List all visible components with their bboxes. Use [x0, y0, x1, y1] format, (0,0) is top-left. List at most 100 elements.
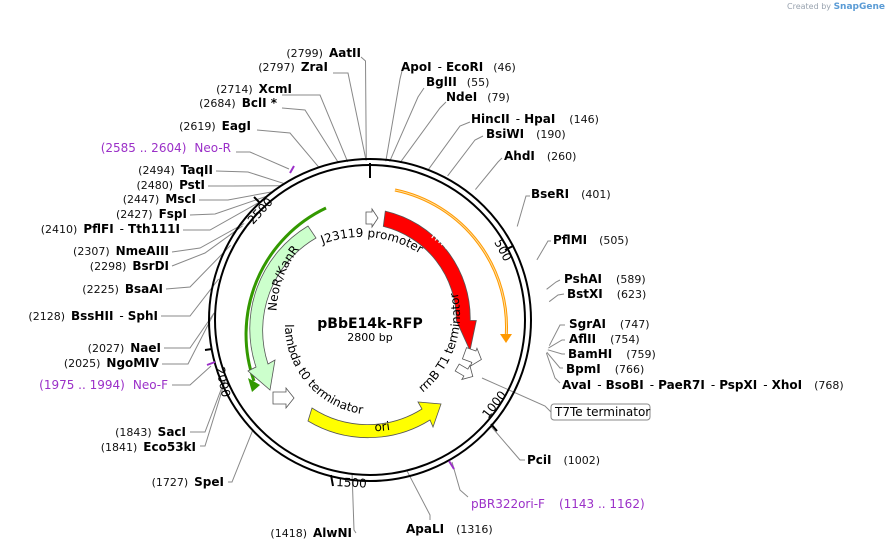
leader-neor-primer	[236, 151, 290, 170]
site-ndei[interactable]: NdeI(79)	[446, 90, 510, 104]
site-sgrai[interactable]: SgrAI(747)	[569, 317, 650, 331]
site-labels-right: ApoI-EcoRI(46) BglII(55) NdeI(79) HincII…	[401, 60, 844, 536]
tick-2000: 2000	[213, 366, 233, 399]
site-bstxi[interactable]: BstXI(623)	[567, 287, 646, 301]
leader-hpai	[428, 121, 471, 170]
leader-ecori	[385, 70, 403, 162]
plasmid-size: 2800 bp	[347, 331, 392, 344]
leader-spei	[228, 429, 254, 483]
leader-pflmi	[536, 240, 551, 261]
backbone	[208, 158, 532, 482]
orf-mrfp1-head	[500, 334, 512, 343]
leader-sphi	[161, 278, 219, 317]
site-eagi[interactable]: (2619)EagI	[179, 119, 251, 133]
primer-marks	[206, 165, 455, 470]
t7te-label-box	[550, 403, 651, 421]
feature-t7te-terminator[interactable]	[453, 361, 477, 384]
leader-ngomiv	[162, 312, 215, 365]
leader-neof-primer	[172, 365, 212, 386]
site-bcli[interactable]: (2684)BclI *	[199, 96, 278, 110]
leader-bstxi	[548, 293, 565, 303]
site-bglii[interactable]: BglII(55)	[426, 75, 489, 89]
site-apali[interactable]: ApaLI(1316)	[406, 522, 493, 536]
label-rrnb-terminator: rrnB T1 terminator	[416, 292, 463, 395]
tick-2000-mark	[204, 348, 213, 351]
site-labels-left: (2799)AatII (2797)ZraI (2714)XcmI (2684)…	[28, 46, 361, 540]
primer-pbr322ori-f[interactable]: pBR322ori-F(1143 .. 1162)	[471, 497, 645, 511]
leader-bcli	[281, 107, 340, 164]
leader-nmeaiii	[171, 223, 245, 253]
site-nmeaiii[interactable]: (2307)NmeAIII	[73, 244, 169, 258]
site-bseri[interactable]: BseRI(401)	[531, 187, 611, 201]
site-apoi-ecori[interactable]: ApoI-EcoRI(46)	[401, 60, 516, 74]
leader-pshai	[546, 279, 561, 290]
site-bsiwi[interactable]: BsiWI(190)	[486, 127, 566, 141]
site-msci[interactable]: (2447)MscI	[123, 192, 196, 206]
leader-sgrai	[548, 324, 565, 346]
leader-pbr-primer	[451, 461, 469, 498]
site-psti[interactable]: (2480)PstI	[136, 178, 205, 192]
leader-bseri	[516, 195, 530, 227]
site-bsshii-sphi[interactable]: (2128)BssHII-SphI	[28, 309, 158, 323]
leader-pcii	[490, 426, 525, 461]
tick-1000: 1000	[479, 388, 509, 421]
site-taqii[interactable]: (2494)TaqII	[138, 163, 213, 177]
orf-neor	[244, 206, 327, 382]
site-fspi[interactable]: (2427)FspI	[116, 207, 187, 221]
primer-neo-r[interactable]: (2585 .. 2604)Neo-R	[101, 141, 231, 155]
leader-eagi	[256, 129, 320, 169]
leader-bpmi	[546, 351, 563, 369]
feature-lambda-terminator[interactable]	[272, 386, 295, 410]
site-xhoi-group[interactable]: AvaI-BsoBI-PaeR7I-PspXI-XhoI(768)	[562, 378, 844, 392]
feature-j23119-promoter[interactable]	[365, 207, 379, 229]
site-bsrdi[interactable]: (2298)BsrDI	[90, 259, 169, 273]
leader-aflii	[548, 339, 565, 349]
leader-bglii	[389, 87, 425, 162]
leader-pflfi	[183, 198, 266, 231]
feature-mrfp1[interactable]	[382, 210, 477, 352]
leader-zrai	[333, 72, 367, 161]
site-ngomiv[interactable]: (2025)NgoMIV	[64, 356, 160, 370]
site-eco53ki[interactable]: (1841)Eco53kI	[101, 440, 196, 454]
leader-bsrdi	[171, 225, 243, 267]
features	[247, 207, 484, 439]
leader-bamhi	[547, 349, 565, 355]
site-hincii-hpai[interactable]: HincII-HpaI(146)	[471, 112, 599, 126]
primer-mark-pbr	[448, 460, 455, 470]
feature-neor[interactable]	[247, 225, 317, 391]
leader-taqii	[215, 170, 286, 185]
feature-ori[interactable]	[307, 401, 442, 439]
site-pflmi[interactable]: PflMI(505)	[553, 233, 629, 247]
site-xcmi[interactable]: (2714)XcmI	[216, 82, 292, 96]
leader-fspi	[189, 194, 270, 216]
site-pcii[interactable]: PciI(1002)	[527, 453, 600, 467]
site-aflii[interactable]: AflII(754)	[569, 332, 640, 346]
orfs	[244, 188, 512, 392]
leader-t7te	[481, 377, 552, 413]
backbone-outer	[208, 158, 532, 482]
primer-mark-neof	[206, 361, 216, 366]
site-pshai[interactable]: PshAI(589)	[564, 272, 646, 286]
feature-rrnb-terminator[interactable]	[461, 345, 484, 369]
site-pflfi-tth111i[interactable]: (2410)PflFI-Tth111I	[41, 222, 180, 236]
leader-aatii	[360, 56, 367, 161]
leader-msci	[199, 191, 274, 201]
leader-lines	[161, 56, 565, 534]
leader-bsiwi	[447, 135, 484, 177]
site-saci[interactable]: (1843)SacI	[115, 425, 186, 439]
site-ahdi[interactable]: AhdI(260)	[504, 149, 576, 163]
site-zrai[interactable]: (2797)ZraI	[258, 60, 328, 74]
tick-1500-mark	[330, 474, 334, 487]
leader-eco53ki	[200, 381, 226, 447]
site-naei[interactable]: (2027)NaeI	[88, 341, 161, 355]
watermark-prefix: Created by	[787, 2, 832, 11]
tick-500-mark	[504, 245, 514, 251]
site-bamhi[interactable]: BamHI(759)	[568, 347, 656, 361]
site-alwni[interactable]: (1418)AlwNI	[270, 526, 352, 540]
site-spei[interactable]: (1727)SpeI	[152, 475, 224, 489]
site-aatii[interactable]: (2799)AatII	[286, 46, 361, 60]
primer-neo-f[interactable]: (1975 .. 1994)Neo-F	[39, 378, 168, 392]
site-bpmi[interactable]: BpmI(766)	[566, 362, 644, 376]
site-bsaai[interactable]: (2225)BsaAI	[82, 282, 163, 296]
